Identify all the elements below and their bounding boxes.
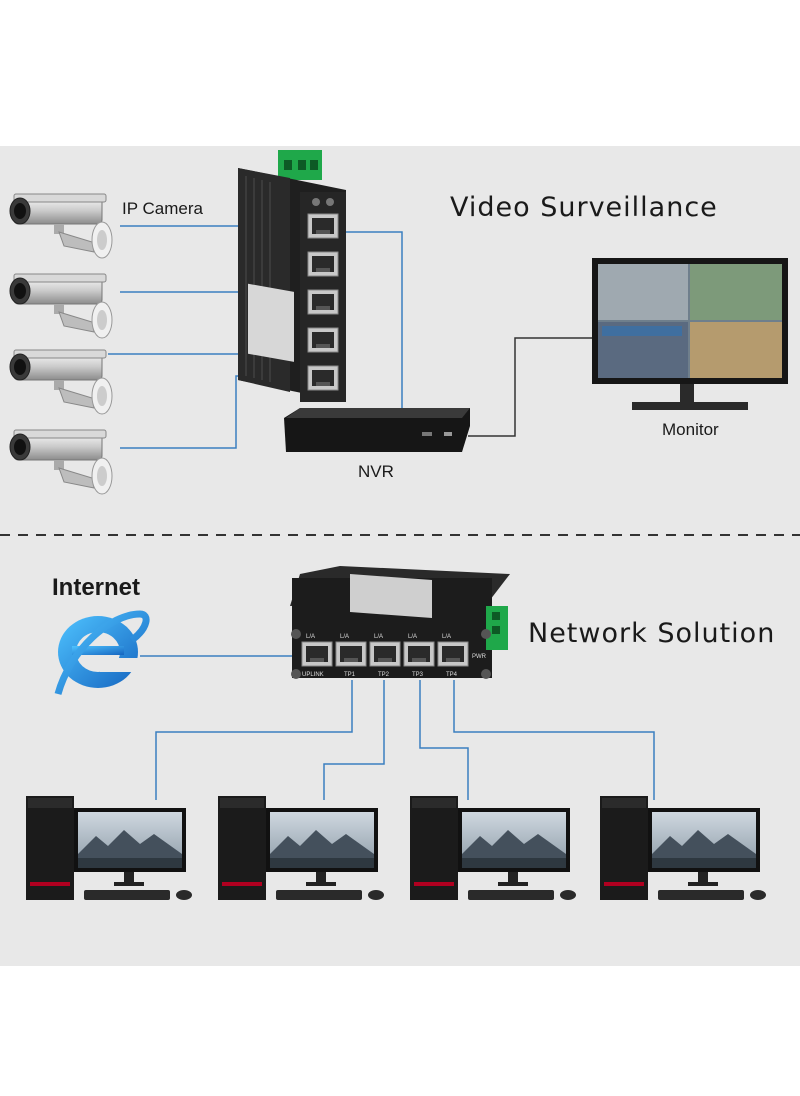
- switch-icon: L/A L/A L/A L/A L/A UPLINK TP1 TP2 TP3 T…: [290, 566, 510, 679]
- nvr-label: NVR: [358, 462, 394, 481]
- monitor-icon: [592, 258, 788, 410]
- monitor-label: Monitor: [662, 420, 719, 439]
- port-status-label: L/A: [408, 634, 417, 640]
- pwr-label: PWR: [472, 654, 487, 660]
- desktop-pc-icon: [600, 796, 766, 900]
- monitor-cable: [468, 337, 594, 437]
- internet-explorer-icon: [54, 610, 150, 695]
- tp1-label: TP1: [344, 672, 356, 678]
- port-status-label: L/A: [340, 634, 349, 640]
- ip-camera-icon: [9, 349, 113, 415]
- switch-icon: [238, 150, 346, 402]
- uplink-label: UPLINK: [302, 672, 324, 678]
- ip-camera-icon: [9, 273, 113, 339]
- desktop-pc-icon: [218, 796, 384, 900]
- ip-camera-icon: [9, 193, 113, 259]
- ip-camera-label: IP Camera: [122, 199, 203, 218]
- video-surveillance-title: Video Surveillance: [450, 192, 718, 223]
- network-cables: [140, 655, 655, 800]
- tp2-label: TP2: [378, 672, 390, 678]
- ip-camera-icon: [9, 429, 113, 495]
- tp4-label: TP4: [446, 672, 458, 678]
- internet-label: Internet: [52, 574, 141, 601]
- desktop-pc-icon: [26, 796, 192, 900]
- port-status-label: L/A: [374, 634, 383, 640]
- port-status-label: L/A: [306, 634, 315, 640]
- nvr-icon: [284, 408, 470, 452]
- tp3-label: TP3: [412, 672, 424, 678]
- desktop-pc-icon: [410, 796, 576, 900]
- network-solution-title: Network Solution: [528, 618, 776, 649]
- port-status-label: L/A: [442, 634, 451, 640]
